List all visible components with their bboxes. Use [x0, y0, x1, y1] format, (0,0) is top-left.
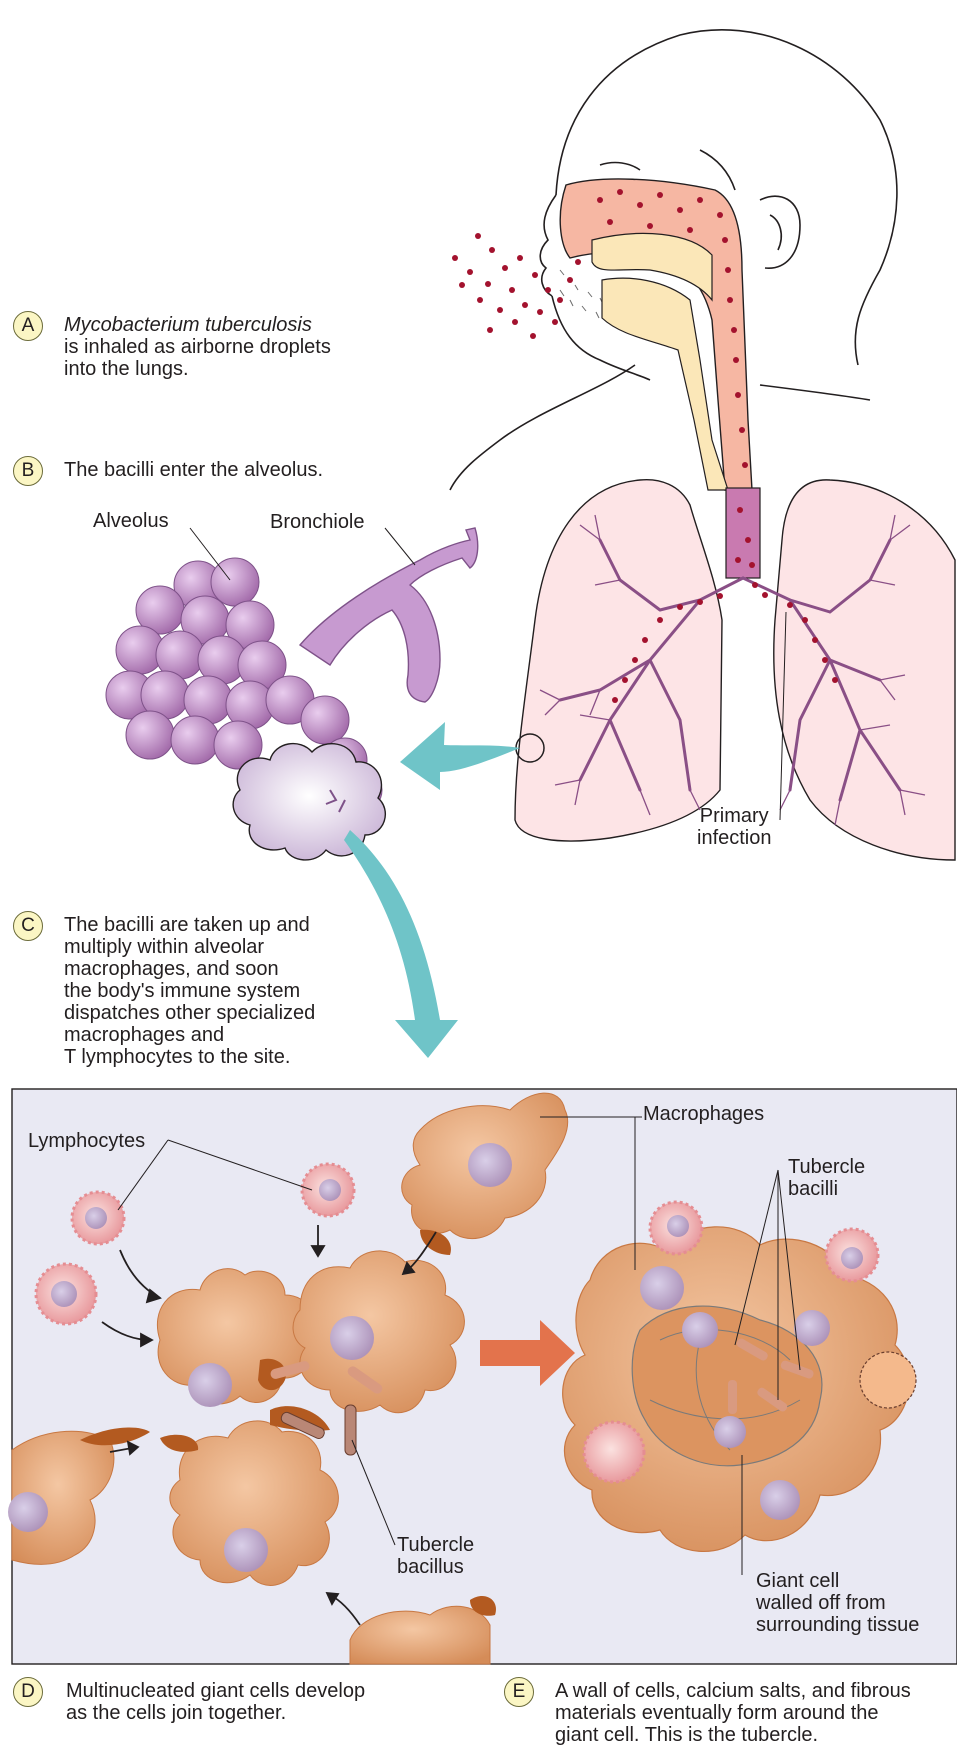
giant-cell-line2: walled off from [756, 1592, 919, 1614]
giant-cell-line1: Giant cell [756, 1570, 919, 1592]
step-d-line: as the cells join together. [66, 1702, 365, 1724]
step-c-badge: C [13, 911, 43, 941]
tubercle-bacilli-label: Tubercle bacilli [788, 1156, 865, 1200]
bronchiole-leader [385, 528, 415, 565]
step-c-line: macrophages and [64, 1024, 315, 1046]
teal-arrow-to-alveolus [400, 722, 520, 790]
step-d-badge: D [13, 1677, 43, 1707]
giant-cell-label: Giant cell walled off from surrounding t… [756, 1570, 919, 1636]
alveolus-label: Alveolus [93, 510, 169, 532]
step-c-line: macrophages, and soon [64, 958, 315, 980]
step-d-line: Multinucleated giant cells develop [66, 1680, 365, 1702]
lymphocytes-label: Lymphocytes [28, 1130, 145, 1152]
step-b-badge: B [13, 456, 43, 486]
tubercle-bacillus-label: Tubercle bacillus [397, 1534, 474, 1578]
right-lung [774, 480, 955, 860]
tubercle-bacillus-line1: Tubercle [397, 1534, 474, 1556]
step-c-line: dispatches other specialized [64, 1002, 315, 1024]
step-a-badge: A [13, 311, 43, 341]
tubercle-bacillus-line2: bacillus [397, 1556, 474, 1578]
step-e-line: A wall of cells, calcium salts, and fibr… [555, 1680, 955, 1702]
step-a-line3: into the lungs. [64, 358, 331, 380]
step-c-line: multiply within alveolar [64, 936, 315, 958]
giant-cell-line3: surrounding tissue [756, 1614, 919, 1636]
step-a-text: Mycobacterium tuberculosis is inhaled as… [64, 314, 331, 380]
step-c-line: T lymphocytes to the site. [64, 1046, 315, 1068]
primary-infection-line1: Primary [697, 805, 772, 827]
step-e-text: A wall of cells, calcium salts, and fibr… [555, 1680, 955, 1746]
macrophages-label: Macrophages [643, 1103, 764, 1125]
tubercle-bacilli-line2: bacilli [788, 1178, 865, 1200]
step-c-text: The bacilli are taken up and multiply wi… [64, 914, 315, 1068]
tubercle-bacilli-line1: Tubercle [788, 1156, 865, 1178]
step-d-text: Multinucleated giant cells develop as th… [66, 1680, 365, 1724]
step-c-line: the body's immune system [64, 980, 315, 1002]
step-b-text: The bacilli enter the alveolus. [64, 459, 323, 481]
step-a-organism: Mycobacterium tuberculosis [64, 314, 331, 336]
step-c-line: The bacilli are taken up and [64, 914, 315, 936]
bronchiole-label: Bronchiole [270, 511, 365, 533]
primary-infection-label: Primary infection [697, 805, 772, 849]
primary-infection-line2: infection [697, 827, 772, 849]
step-e-badge: E [504, 1677, 534, 1707]
step-a-line2: is inhaled as airborne droplets [64, 336, 331, 358]
bronchiole [300, 528, 478, 702]
step-e-line: materials eventually form around the [555, 1702, 955, 1724]
step-e-line: giant cell. This is the tubercle. [555, 1724, 955, 1746]
teal-arrow-to-panel [344, 830, 458, 1058]
